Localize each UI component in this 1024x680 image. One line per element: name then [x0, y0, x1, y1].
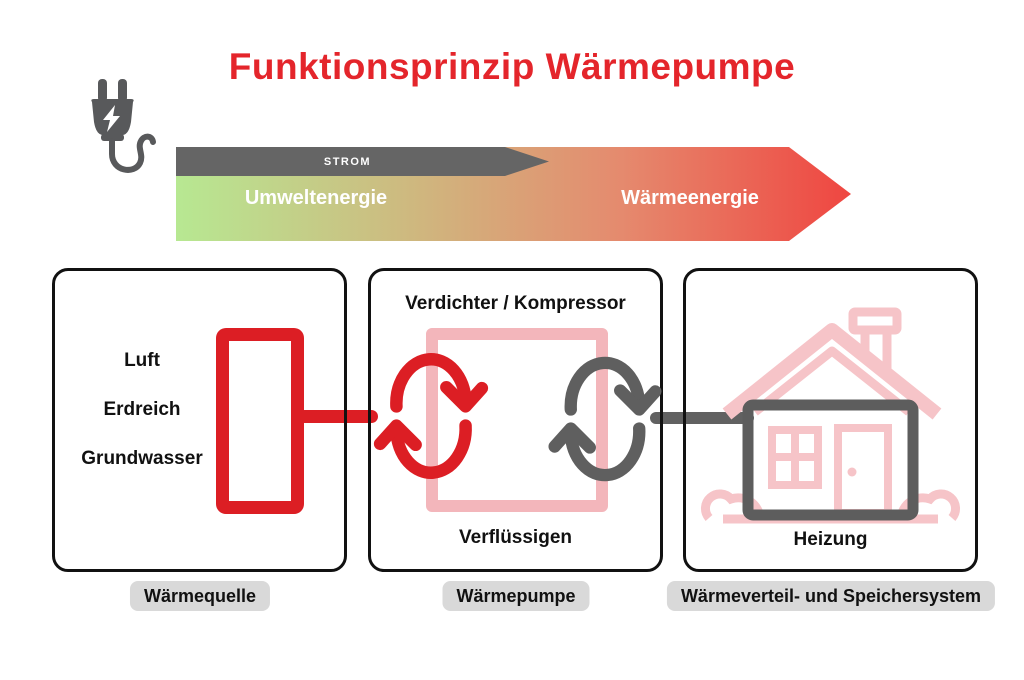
caption-verteilsystem: Wärmeverteil- und Speichersystem	[666, 581, 996, 611]
caption-waermepumpe: Wärmepumpe	[442, 581, 590, 611]
umweltenergie-label: Umweltenergie	[244, 187, 388, 209]
refrigerant-cycle-icon	[373, 353, 489, 479]
refrigerant-circuit-square	[426, 328, 608, 512]
red-connector-pipe	[298, 410, 378, 423]
waermeenergie-label: Wärmeenergie	[621, 187, 759, 209]
house-icon	[701, 307, 960, 524]
verdichter-label: Verdichter / Kompressor	[405, 293, 626, 314]
strom-arrow: STROM	[176, 147, 549, 176]
heat-source-list: Luft Erdreich Grundwasser	[62, 350, 222, 497]
heating-rect	[742, 399, 919, 521]
source-item-grundwasser: Grundwasser	[81, 448, 203, 469]
strom-label: STROM	[323, 155, 372, 168]
waermequelle-box	[52, 268, 347, 572]
verfluessigen-label: Verflüssigen	[459, 527, 572, 548]
source-item-erdreich: Erdreich	[103, 399, 181, 420]
heizung-label: Heizung	[793, 529, 868, 550]
verteilsystem-box	[683, 268, 978, 572]
page-title: Funktionsprinzip Wärmepumpe	[228, 46, 796, 87]
waermepumpe-box	[368, 268, 663, 572]
caption-waermequelle: Wärmequelle	[129, 581, 271, 611]
source-item-luft: Luft	[124, 350, 160, 371]
heating-cycle-icon	[548, 356, 662, 482]
heat-exchanger-rect	[216, 328, 304, 514]
power-plug-icon	[91, 79, 156, 173]
